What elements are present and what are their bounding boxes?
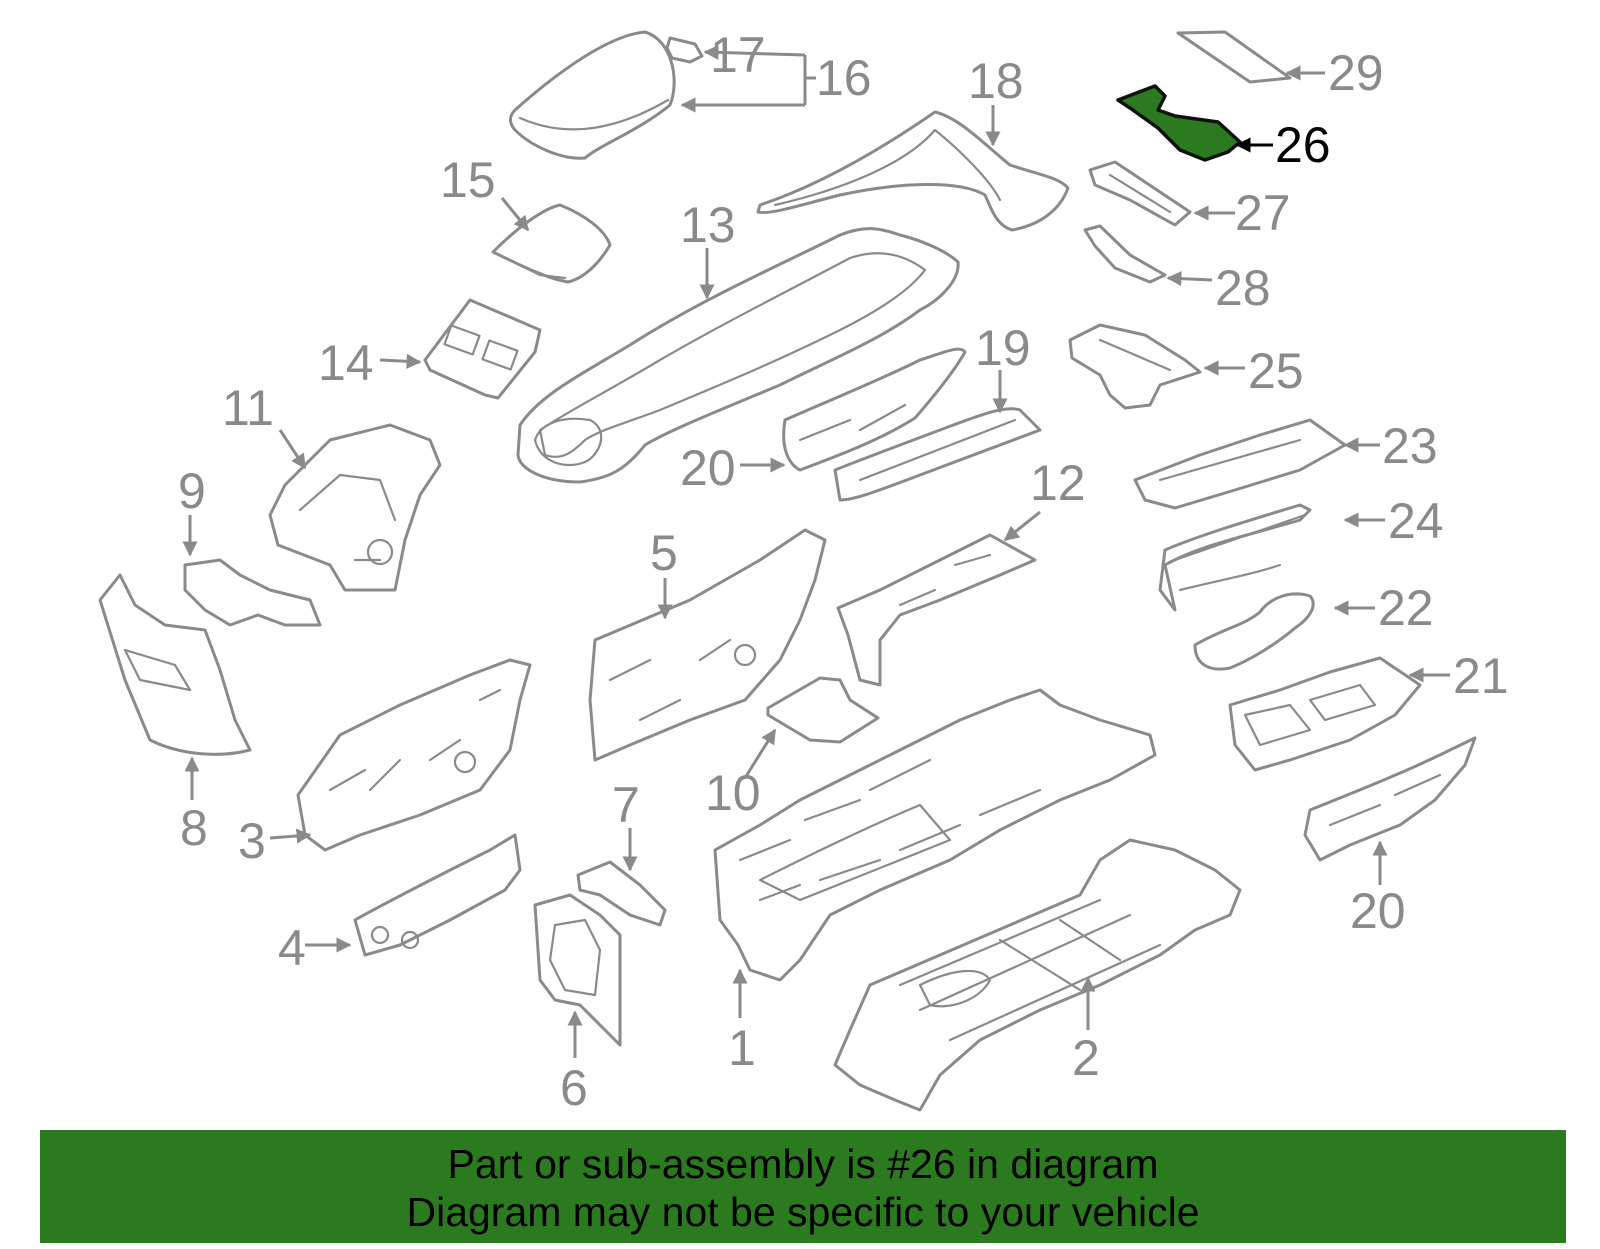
part-20-upper-panel[interactable] bbox=[782, 347, 967, 472]
label-4: 4 bbox=[278, 920, 306, 976]
label-7: 7 bbox=[612, 777, 640, 833]
label-23: 23 bbox=[1382, 418, 1438, 474]
part-6-cover[interactable] bbox=[533, 893, 622, 1047]
part-19-sill-strip[interactable] bbox=[833, 407, 1042, 502]
part-12-tray[interactable] bbox=[836, 533, 1037, 687]
part-16-armrest-lid[interactable] bbox=[509, 30, 676, 160]
leader-12 bbox=[1003, 510, 1041, 542]
label-1: 1 bbox=[728, 1020, 756, 1076]
part-1-console-body[interactable] bbox=[713, 688, 1157, 982]
part-15-bezel[interactable] bbox=[491, 203, 612, 284]
label-27: 27 bbox=[1235, 185, 1291, 241]
info-banner: Part or sub-assembly is #26 in diagram D… bbox=[40, 1130, 1566, 1243]
label-8: 8 bbox=[180, 800, 208, 856]
part-26-highlighted[interactable] bbox=[1116, 84, 1242, 162]
label-15: 15 bbox=[440, 152, 496, 208]
part-22-insert[interactable] bbox=[1193, 592, 1315, 671]
part-21-cupholder[interactable] bbox=[1228, 656, 1422, 772]
part-23-tray[interactable] bbox=[1133, 418, 1347, 510]
label-25: 25 bbox=[1248, 343, 1304, 399]
part-27-tray[interactable] bbox=[1088, 160, 1192, 227]
part-29-pad[interactable] bbox=[1176, 30, 1292, 84]
part-2-lower-frame[interactable] bbox=[833, 838, 1242, 1112]
leader-3 bbox=[269, 828, 312, 844]
banner-line-1: Part or sub-assembly is #26 in diagram bbox=[447, 1141, 1159, 1187]
label-22: 22 bbox=[1378, 580, 1434, 636]
part-8-end-cap[interactable] bbox=[98, 573, 252, 756]
leader-11 bbox=[278, 429, 307, 470]
leader-16-17 bbox=[680, 44, 816, 113]
label-3: 3 bbox=[238, 813, 266, 869]
label-29: 29 bbox=[1328, 45, 1384, 101]
label-10: 10 bbox=[705, 765, 761, 821]
leader-14 bbox=[379, 353, 422, 369]
part-13-console-top[interactable] bbox=[516, 227, 960, 484]
leader-10 bbox=[743, 728, 777, 779]
part-25-bracket[interactable] bbox=[1068, 323, 1202, 410]
label-16: 16 bbox=[816, 50, 872, 106]
label-21: 21 bbox=[1453, 648, 1509, 704]
label-17: 17 bbox=[710, 27, 766, 83]
part-18-upper-trim[interactable] bbox=[756, 110, 1070, 232]
label-11: 11 bbox=[222, 380, 274, 436]
part-17-clip[interactable] bbox=[665, 36, 704, 64]
label-13: 13 bbox=[680, 197, 736, 253]
part-7-bracket[interactable] bbox=[576, 860, 667, 927]
part-10-mat[interactable] bbox=[766, 676, 880, 744]
part-4-lower-panel[interactable] bbox=[353, 833, 522, 957]
part-3-side-panel[interactable] bbox=[296, 658, 532, 852]
label-5: 5 bbox=[650, 525, 678, 581]
label-20b: 20 bbox=[1350, 883, 1406, 939]
part-14-switch-panel[interactable] bbox=[423, 298, 542, 400]
banner-line-2: Diagram may not be specific to your vehi… bbox=[406, 1189, 1200, 1235]
label-9: 9 bbox=[178, 463, 206, 519]
label-26: 26 bbox=[1275, 117, 1331, 173]
label-2: 2 bbox=[1072, 1030, 1100, 1086]
part-24-rail[interactable] bbox=[1158, 503, 1312, 612]
label-14: 14 bbox=[318, 335, 374, 391]
label-18: 18 bbox=[968, 53, 1024, 109]
label-19: 19 bbox=[975, 320, 1031, 376]
label-24: 24 bbox=[1388, 493, 1444, 549]
part-11-bracket[interactable] bbox=[268, 423, 442, 592]
part-20-lower-panel[interactable] bbox=[1303, 736, 1477, 862]
part-28-strip[interactable] bbox=[1083, 224, 1167, 284]
part-9-bracket[interactable] bbox=[183, 558, 322, 627]
label-28: 28 bbox=[1215, 260, 1271, 316]
part-5-side-trim[interactable] bbox=[588, 528, 827, 762]
leader-15 bbox=[500, 197, 530, 232]
leader-28 bbox=[1166, 271, 1213, 287]
label-12: 12 bbox=[1030, 455, 1086, 511]
label-20a: 20 bbox=[680, 440, 736, 496]
label-6: 6 bbox=[560, 1060, 588, 1116]
